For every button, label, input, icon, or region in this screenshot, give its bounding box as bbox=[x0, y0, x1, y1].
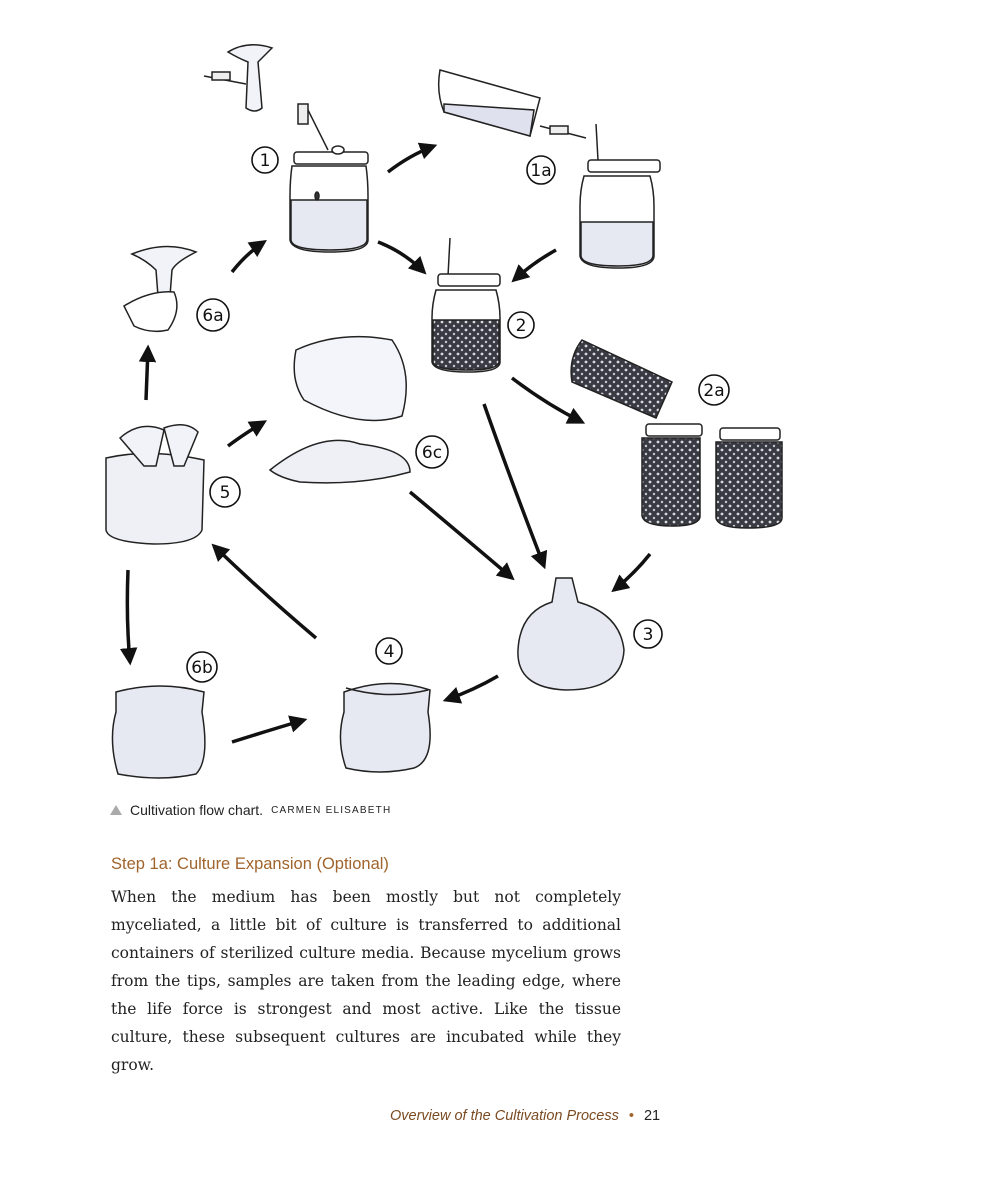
figure-caption: Cultivation flow chart. CARMEN ELISABETH bbox=[110, 802, 391, 818]
jar-2-grain-spawn bbox=[431, 237, 501, 373]
flow-arrows bbox=[119, 142, 652, 744]
step-label-6b: 6b bbox=[186, 651, 218, 683]
step-label-1a-text: 1a bbox=[530, 161, 551, 181]
caption-text: Cultivation flow chart. bbox=[130, 802, 264, 818]
arrow-1-to-2 bbox=[377, 240, 427, 275]
arrow-5-to-6c bbox=[226, 420, 268, 448]
step-label-3: 3 bbox=[633, 619, 663, 649]
step-label-5: 5 bbox=[209, 476, 241, 508]
step-label-6b-text: 6b bbox=[191, 658, 213, 678]
arrow-2-to-3 bbox=[482, 403, 548, 570]
spent-substrate-6c bbox=[268, 335, 411, 484]
caption-credit: CARMEN ELISABETH bbox=[271, 804, 392, 816]
arrow-5-to-6b bbox=[119, 569, 138, 666]
step-label-3-text: 3 bbox=[643, 625, 654, 645]
arrow-5-to-6a bbox=[138, 344, 157, 401]
grain-jars-2a bbox=[641, 423, 783, 529]
bag-4-colonized-bag bbox=[339, 682, 431, 773]
step-label-6a: 6a bbox=[196, 298, 230, 332]
jar-1a-expansion bbox=[579, 123, 661, 269]
arrow-1a-to-2 bbox=[511, 248, 557, 283]
page-number: 21 bbox=[643, 1108, 661, 1124]
arrow-6c-to-3 bbox=[408, 490, 515, 581]
step-label-4: 4 bbox=[375, 637, 403, 665]
bag-6b-outdoor-bed bbox=[111, 685, 206, 779]
step-label-2-text: 2 bbox=[516, 316, 527, 336]
arrow-4-to-5 bbox=[211, 543, 318, 640]
bag-5-fruiting-mushrooms bbox=[105, 424, 205, 545]
pouring-grain-jar-2a bbox=[570, 339, 673, 419]
step-label-1: 1 bbox=[251, 146, 279, 174]
step-label-2a-text: 2a bbox=[703, 381, 724, 401]
step-label-1a: 1a bbox=[526, 155, 556, 185]
arrow-2a-to-3 bbox=[611, 552, 652, 593]
step-label-4-text: 4 bbox=[384, 642, 395, 662]
step-label-6c-text: 6c bbox=[422, 443, 442, 463]
mushroom-syringe-illustration bbox=[203, 44, 274, 112]
jar-1-liquid-culture bbox=[289, 103, 369, 253]
footer-title: Overview of the Cultivation Process bbox=[390, 1108, 619, 1124]
footer-bullet-icon: • bbox=[628, 1108, 634, 1124]
step-label-2: 2 bbox=[507, 311, 535, 339]
step-label-2a: 2a bbox=[698, 374, 730, 406]
arrow-3-to-4 bbox=[442, 674, 499, 704]
section-heading: Step 1a: Culture Expansion (Optional) bbox=[111, 855, 389, 873]
arrow-6a-to-1 bbox=[230, 240, 267, 274]
bag-3-bulk-substrate bbox=[517, 577, 625, 691]
pouring-jar-1a bbox=[437, 69, 587, 139]
arrow-2-to-2a bbox=[510, 376, 586, 424]
section-body: When the medium has been mostly but not … bbox=[111, 888, 621, 1074]
step-label-6a-text: 6a bbox=[202, 306, 223, 326]
cultivation-flow-chart: 1 1a 2 2a 3 4 5 6a 6b 6c bbox=[105, 44, 783, 779]
step-label-5-text: 5 bbox=[220, 483, 231, 503]
step-label-1-text: 1 bbox=[260, 151, 271, 171]
step-label-6c: 6c bbox=[415, 435, 449, 469]
caption-triangle-icon bbox=[110, 805, 122, 815]
arrow-1-to-1a bbox=[386, 142, 438, 174]
page-footer: Overview of the Cultivation Process • 21 bbox=[390, 1108, 660, 1124]
arrow-6b-to-4 bbox=[231, 715, 308, 744]
hand-holding-mushroom-6a bbox=[123, 245, 198, 333]
